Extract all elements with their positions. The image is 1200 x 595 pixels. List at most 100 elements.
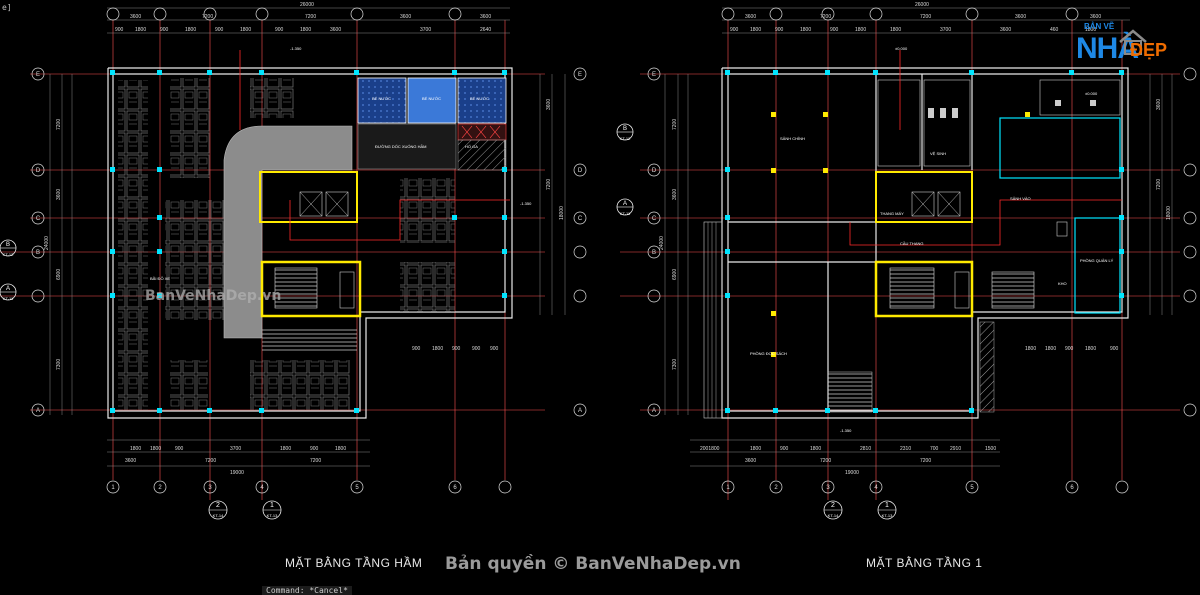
svg-text:CẦU THANG: CẦU THANG: [900, 241, 923, 246]
svg-text:4: 4: [874, 485, 878, 491]
svg-text:7200: 7200: [672, 119, 678, 130]
svg-text:C: C: [652, 216, 657, 222]
svg-text:3: 3: [826, 485, 830, 491]
svg-text:BỂ NƯỚC: BỂ NƯỚC: [422, 96, 441, 101]
svg-text:7300: 7300: [56, 359, 62, 370]
svg-text:KT-12: KT-12: [620, 136, 631, 141]
svg-text:6900: 6900: [672, 269, 678, 280]
svg-text:E: E: [36, 72, 40, 78]
svg-text:BỂ NƯỚC: BỂ NƯỚC: [372, 96, 391, 101]
svg-text:±0.000: ±0.000: [895, 46, 908, 51]
svg-text:900: 900: [310, 446, 319, 452]
svg-text:7200: 7200: [920, 458, 931, 464]
svg-text:460: 460: [1050, 27, 1059, 33]
svg-text:1: 1: [111, 485, 115, 491]
svg-text:KT-14: KT-14: [828, 513, 839, 518]
svg-text:3600: 3600: [1156, 99, 1162, 110]
svg-text:KHO: KHO: [1058, 281, 1067, 286]
dimension-lines-floor1: [664, 7, 1173, 467]
svg-text:3600: 3600: [745, 458, 756, 464]
hatched-strip-floor1: [979, 321, 995, 413]
svg-text:3600: 3600: [130, 14, 141, 20]
logo-top-text: BẢN VẼ: [1084, 22, 1115, 31]
svg-text:D: D: [652, 168, 657, 174]
copyright-text: Bản quyền © BanVeNhaDep.vn: [445, 554, 741, 574]
svg-text:1800: 1800: [280, 446, 291, 452]
svg-text:1: 1: [885, 502, 889, 509]
svg-text:7200: 7200: [920, 14, 931, 20]
logo-sub-text: ĐẸP: [1130, 40, 1168, 60]
columns-basement: [110, 70, 507, 413]
room-labels-basement: BỂ NƯỚC BỂ NƯỚC BỂ NƯỚC ĐƯỜNG DỐC XUỐNG …: [150, 46, 532, 281]
svg-text:900: 900: [215, 27, 224, 33]
svg-text:900: 900: [490, 346, 499, 352]
ramp-basement: [223, 125, 353, 339]
svg-text:19000: 19000: [845, 470, 859, 476]
side-ramp-lines: [707, 222, 717, 418]
svg-text:1800: 1800: [810, 446, 821, 452]
svg-text:HỐ GA: HỐ GA: [465, 144, 478, 149]
svg-text:3600: 3600: [400, 14, 411, 20]
svg-text:7200: 7200: [1156, 179, 1162, 190]
svg-text:1800: 1800: [890, 27, 901, 33]
plan-title-basement: MẶT BẰNG TẦNG HẦM: [285, 556, 423, 570]
svg-text:2: 2: [158, 485, 162, 491]
svg-text:2910: 2910: [950, 446, 961, 452]
svg-text:E: E: [652, 72, 656, 78]
svg-text:THANG MÁY: THANG MÁY: [880, 211, 904, 216]
svg-text:7200: 7200: [56, 119, 62, 130]
svg-text:1800: 1800: [855, 27, 866, 33]
section-markers-floor1: B KT-12 A KT-11 2 KT-14 1 KT-13: [616, 123, 897, 520]
parking-area-basement: [118, 78, 455, 410]
svg-text:B: B: [6, 242, 10, 248]
grid-bubbles-floor1: [647, 7, 1197, 494]
svg-text:24000: 24000: [44, 236, 50, 250]
svg-text:7200: 7200: [205, 458, 216, 464]
svg-text:1500: 1500: [985, 446, 996, 452]
svg-text:900: 900: [780, 446, 789, 452]
svg-text:KT-14: KT-14: [213, 513, 224, 518]
dimension-lines-basement: [49, 7, 566, 467]
svg-text:900: 900: [472, 346, 481, 352]
svg-text:3600: 3600: [125, 458, 136, 464]
house-icon: [1119, 29, 1147, 55]
svg-text:-1.350: -1.350: [520, 201, 532, 206]
svg-text:BỂ NƯỚC: BỂ NƯỚC: [470, 96, 489, 101]
svg-text:900: 900: [275, 27, 284, 33]
svg-text:4: 4: [260, 485, 264, 491]
svg-text:2: 2: [831, 502, 835, 509]
svg-text:3600: 3600: [56, 189, 62, 200]
svg-text:3600: 3600: [1015, 14, 1026, 20]
svg-text:18000: 18000: [559, 206, 565, 220]
svg-text:900: 900: [830, 27, 839, 33]
svg-text:26000: 26000: [300, 2, 314, 8]
svg-text:900: 900: [160, 27, 169, 33]
entry-steps-floor1: [827, 371, 873, 413]
svg-text:KT-13: KT-13: [267, 513, 278, 518]
svg-text:3600: 3600: [1000, 27, 1011, 33]
svg-text:2640: 2640: [480, 27, 491, 33]
svg-text:7200: 7200: [820, 14, 831, 20]
svg-text:6: 6: [1070, 485, 1074, 491]
svg-text:1800: 1800: [1085, 346, 1096, 352]
columns-yellow-floor1: [771, 112, 1030, 357]
dim-text-floor1-vertical: 24000 7200 3600 6900 7300 18000 3600 720…: [659, 99, 1172, 370]
svg-text:7200: 7200: [305, 14, 316, 20]
svg-text:6: 6: [453, 485, 457, 491]
pipes-basement: [239, 50, 510, 241]
svg-text:KT-11: KT-11: [620, 211, 631, 216]
command-line[interactable]: Command: *Cancel*: [262, 586, 352, 595]
svg-text:E: E: [578, 72, 582, 78]
core-floor1: [874, 171, 1035, 318]
svg-text:-1.350: -1.350: [290, 46, 302, 51]
svg-text:KT-12: KT-12: [3, 252, 14, 257]
svg-text:19000: 19000: [230, 470, 244, 476]
svg-text:3700: 3700: [940, 27, 951, 33]
svg-text:C: C: [36, 216, 41, 222]
rooms-floor1: [877, 79, 1121, 314]
svg-text:6900: 6900: [56, 269, 62, 280]
svg-text:1: 1: [726, 485, 730, 491]
